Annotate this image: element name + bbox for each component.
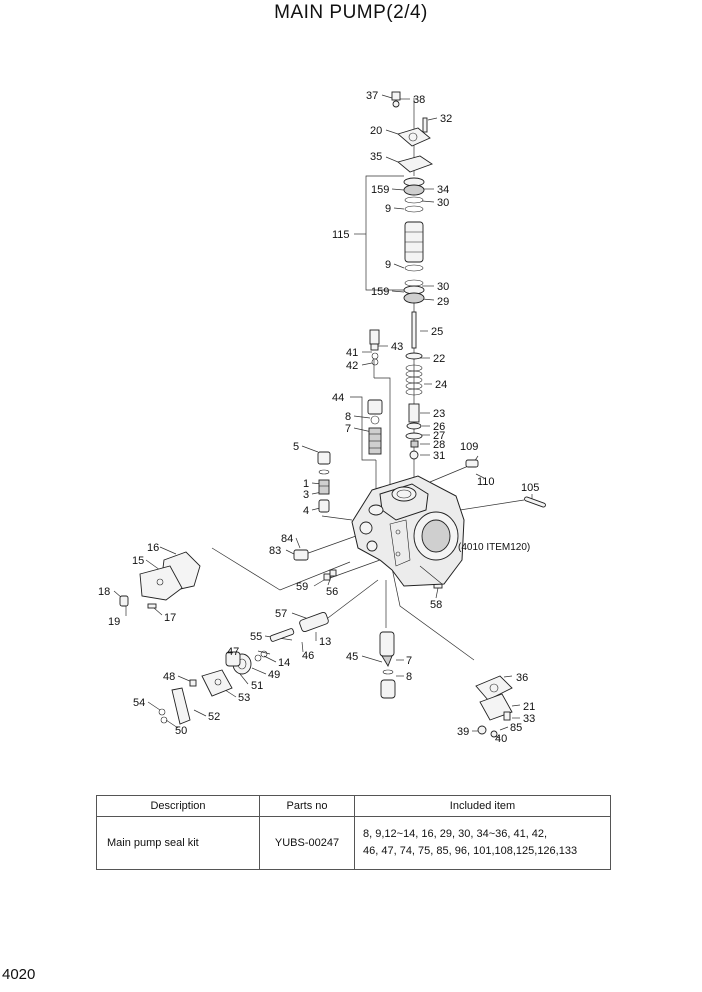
callout-110: 110 [477,476,495,488]
callout-20: 20 [370,125,382,137]
callout-9-b: 9 [385,259,391,271]
callout-15: 15 [132,555,144,567]
callout-14: 14 [278,657,290,669]
callout-8-b: 8 [406,671,412,683]
callout-57: 57 [275,608,287,620]
callout-48: 48 [163,671,175,683]
exploded-parts-diagram: 37 38 32 20 35 159 34 30 9 115 9 30 159 … [98,90,546,745]
header-included-item: Included item [354,795,611,817]
kit-parts-no: YUBS-00247 [259,816,355,870]
lower-parts [158,611,396,725]
kit-description: Main pump seal kit [96,816,260,870]
callout-35: 35 [370,151,382,163]
page-number: 4020 [2,966,36,983]
callout-32: 32 [440,113,452,125]
callout-41: 41 [346,347,358,359]
callout-83: 83 [269,545,281,557]
callout-33: 33 [523,713,535,725]
callout-115: 115 [332,229,350,241]
callout-53: 53 [238,692,250,704]
callout-17: 17 [164,612,176,624]
callout-56: 56 [326,586,338,598]
regulator-stack-parts [391,91,433,304]
reference-note: (4010 ITEM120) [458,542,530,553]
callout-7-b: 7 [406,655,412,667]
callout-27: 27 [433,430,445,442]
callout-84: 84 [281,533,293,545]
callout-9-a: 9 [385,203,391,215]
callout-21: 21 [523,701,535,713]
callout-24: 24 [435,379,447,391]
table-header-row: Description Parts no Included item [96,795,611,817]
callout-30-a: 30 [437,197,449,209]
callout-55: 55 [250,631,262,643]
page-title: MAIN PUMP(2/4) [274,2,428,23]
callout-labels: 37 38 32 20 35 159 34 30 9 115 9 30 159 … [98,90,539,745]
callout-46: 46 [302,650,314,662]
callout-49: 49 [268,669,280,681]
callout-40: 40 [495,733,507,745]
header-parts-no: Parts no [259,795,355,817]
seal-kit-table: Description Parts no Included item Main … [96,795,611,870]
callout-50: 50 [175,725,187,737]
table-row: Main pump seal kit YUBS-00247 8, 9,12~14… [96,816,611,870]
callout-52: 52 [208,711,220,723]
callout-44: 44 [332,392,344,404]
callout-34: 34 [437,184,449,196]
callout-159-a: 159 [371,184,389,196]
callout-45: 45 [346,651,358,663]
callout-105: 105 [521,482,539,494]
header-description: Description [96,795,260,817]
included-items-line-2: 46, 47, 74, 75, 85, 96, 101,108,125,126,… [363,845,578,857]
callout-16: 16 [147,542,159,554]
callout-13: 13 [319,636,331,648]
callout-1: 1 [303,478,309,490]
callout-30-b: 30 [437,281,449,293]
callout-28: 28 [433,439,445,451]
right-side-parts [465,459,546,738]
callout-23: 23 [433,408,445,420]
callout-29: 29 [437,296,449,308]
callout-59: 59 [296,581,308,593]
callout-85: 85 [510,722,522,734]
callout-7-a: 7 [345,423,351,435]
callout-159-b: 159 [371,286,389,298]
callout-36: 36 [516,672,528,684]
callout-47: 47 [227,646,239,658]
callout-42: 42 [346,360,358,372]
pump-housing [351,475,465,587]
callout-51: 51 [251,680,263,692]
callout-4: 4 [303,505,309,517]
callout-18: 18 [98,586,110,598]
callout-22: 22 [433,353,445,365]
callout-31: 31 [433,450,445,462]
callout-5: 5 [293,441,299,453]
callout-54: 54 [133,697,145,709]
callout-3: 3 [303,489,309,501]
callout-26: 26 [433,421,445,433]
spring-coil [405,364,423,396]
callout-58: 58 [430,599,442,611]
callout-39: 39 [457,726,469,738]
included-items-line-1: 8, 9,12~14, 16, 29, 30, 34~36, 41, 42, [363,828,548,840]
callout-8-a: 8 [345,411,351,423]
callout-43: 43 [391,341,403,353]
kit-included-items: 8, 9,12~14, 16, 29, 30, 34~36, 41, 42, 4… [354,816,611,870]
callout-37: 37 [366,90,378,102]
spring-assembly-parts [367,311,423,460]
callout-109: 109 [460,441,478,453]
left-small-parts [119,451,443,609]
callout-25: 25 [431,326,443,338]
callout-38: 38 [413,94,425,106]
callout-19: 19 [108,616,120,628]
